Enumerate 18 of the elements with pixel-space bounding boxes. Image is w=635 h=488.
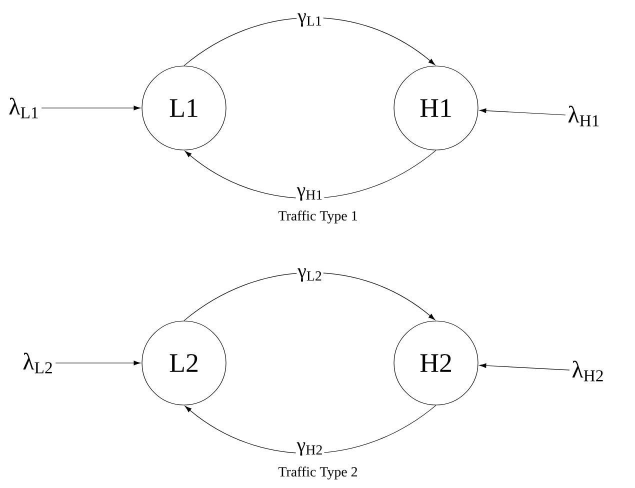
arrow bbox=[55, 360, 141, 366]
arrow bbox=[184, 272, 436, 321]
rate-label: λ$_{H2}$ bbox=[572, 360, 603, 382]
arrow bbox=[184, 17, 436, 66]
edge-label: γ$_{H2}$ bbox=[296, 441, 324, 457]
edge-label: γ$_{L2}$ bbox=[296, 267, 324, 283]
edge-label: γ$_{H1}$ bbox=[296, 186, 324, 202]
arrow bbox=[479, 108, 566, 116]
arrow bbox=[479, 363, 570, 370]
arrow bbox=[184, 405, 436, 454]
arrow bbox=[184, 150, 436, 199]
rate-label: λ$_{L1}$ bbox=[9, 98, 38, 118]
edge-label: γ$_{L1}$ bbox=[296, 12, 324, 28]
rate-label: λ$_{H1}$ bbox=[568, 106, 599, 126]
caption-text: Traffic Type 2 bbox=[278, 466, 358, 480]
caption-text: Traffic Type 1 bbox=[278, 210, 357, 224]
rate-label: λ$_{L2}$ bbox=[23, 352, 52, 374]
arrow bbox=[41, 106, 141, 110]
